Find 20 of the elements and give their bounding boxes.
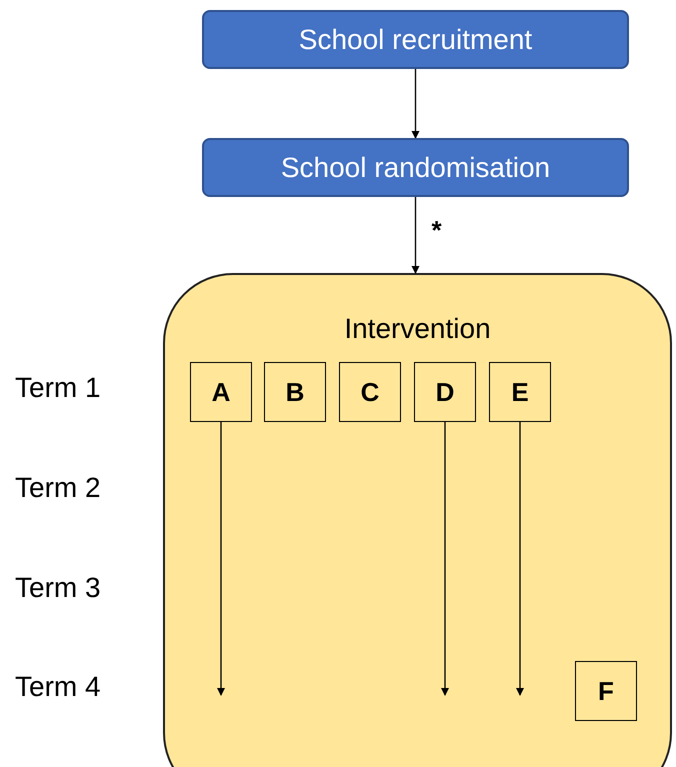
term-label: Term 1 <box>15 372 101 404</box>
arrow <box>412 69 420 139</box>
edge-label: * <box>432 215 442 246</box>
process-box: School randomisation <box>202 138 629 197</box>
component-box: B <box>264 362 326 422</box>
panel-title: Intervention <box>343 313 492 345</box>
term-label: Term 4 <box>15 671 101 703</box>
component-box: F <box>575 661 637 721</box>
intervention-panel <box>163 273 672 767</box>
arrow <box>516 422 524 696</box>
arrow <box>441 422 449 696</box>
term-label: Term 3 <box>15 572 101 604</box>
arrow <box>412 197 420 274</box>
process-box: School recruitment <box>202 10 629 69</box>
component-box: D <box>414 362 476 422</box>
term-label: Term 2 <box>15 472 101 504</box>
arrow <box>217 422 225 696</box>
component-box: E <box>489 362 551 422</box>
component-box: A <box>190 362 252 422</box>
component-box: C <box>339 362 401 422</box>
